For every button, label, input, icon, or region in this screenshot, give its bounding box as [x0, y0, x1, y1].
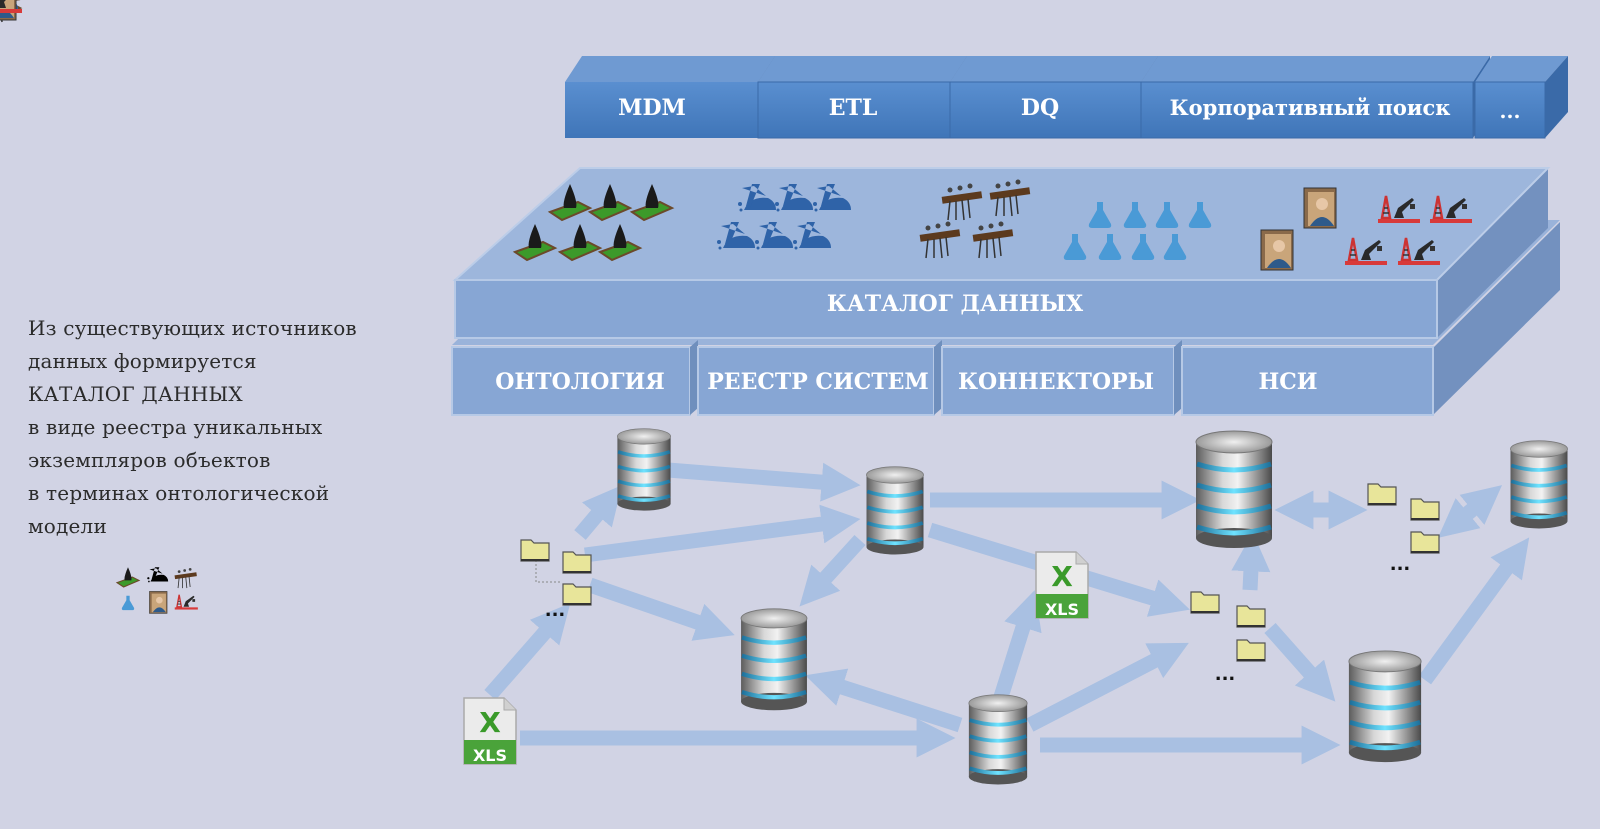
folder-icon [1190, 591, 1220, 614]
folder-icon [1410, 531, 1440, 554]
svg-text:DQ: DQ [1021, 95, 1059, 121]
oil-well-icon [116, 566, 140, 588]
ellipsis: ... [1390, 554, 1411, 575]
description-line: в виде реестра уникальных [28, 415, 323, 439]
folder-icon [1367, 483, 1397, 506]
employee-portrait-icon [149, 591, 168, 614]
foundation-block-ontology: ОНТОЛОГИЯ [451, 340, 698, 416]
flow-arrow [1437, 485, 1503, 538]
folder-icon [1236, 605, 1266, 628]
xls-file-icon: XLS [1035, 551, 1089, 619]
folder-icon [562, 551, 592, 574]
flow-arrow [992, 590, 1042, 703]
foundation-block-system-registry: РЕЕСТР СИСТЕМ [697, 340, 942, 416]
folder-icon [1410, 498, 1440, 521]
drilling-rig-icon [0, 0, 22, 13]
svg-text:Корпоративный поиск: Корпоративный поиск [1170, 95, 1451, 120]
svg-text:ETL: ETL [829, 95, 878, 121]
svg-text:XLS: XLS [1045, 600, 1079, 619]
description-line: модели [28, 514, 107, 538]
folder-icon [1236, 639, 1266, 662]
flow-arrow [1418, 537, 1530, 685]
ellipsis: ... [545, 600, 566, 621]
ellipsis: ... [1215, 664, 1236, 685]
xls-file-icon: XLS [463, 697, 517, 765]
legend-icons [116, 566, 199, 614]
foundation-block-reference-data: НСИ [1181, 346, 1434, 416]
folder-group: ... [520, 539, 592, 621]
flow-arrow [1231, 532, 1271, 591]
flow-arrow [484, 603, 571, 700]
svg-text:НСИ: НСИ [1258, 369, 1317, 395]
database-icon [615, 428, 673, 512]
tool-block-more[interactable]: ... [1474, 56, 1568, 139]
drilling-rig-icon [174, 594, 199, 611]
flow-arrow [799, 534, 866, 607]
description-line: экземпляров объектов [28, 448, 271, 472]
folder-group: ... [1367, 483, 1440, 575]
flow-arrow [587, 577, 735, 641]
tool-block-etl[interactable]: ETL [757, 56, 967, 139]
description-line: Из существующих источников [28, 316, 357, 340]
catalog-title: КАТАЛОГ ДАННЫХ [827, 291, 1084, 317]
flow-arrow [805, 668, 963, 733]
database-icon [1508, 440, 1570, 530]
flow-arrow [574, 485, 623, 540]
database-icon [1196, 431, 1272, 548]
data-sources: ... ... ... XLS XLS [463, 428, 1570, 785]
data-flow-arrows [484, 462, 1530, 765]
tools-layer: MDM ETL DQ Корпоративный поиск ... [565, 56, 1568, 139]
lab-flask-icon [121, 595, 135, 611]
tool-block-dq[interactable]: DQ [949, 56, 1158, 139]
entity-group-drilling-rigs [0, 0, 1474, 267]
svg-text:XLS: XLS [473, 746, 507, 765]
tool-block-enterprise-search[interactable]: Корпоративный поиск [1140, 56, 1490, 139]
folder-icon [520, 539, 550, 562]
foundation-block-connectors: КОННЕКТОРЫ [941, 340, 1182, 416]
svg-text:РЕЕСТР СИСТЕМ: РЕЕСТР СИСТЕМ [707, 369, 928, 395]
svg-text:КОННЕКТОРЫ: КОННЕКТОРЫ [958, 369, 1154, 395]
flow-arrow [667, 462, 861, 502]
description-text: Из существующих источников данных формир… [28, 312, 408, 543]
svg-text:MDM: MDM [618, 95, 686, 121]
mining-pick-icon [147, 567, 169, 583]
flow-arrow [584, 504, 861, 563]
description-line: данных формируется [28, 349, 257, 373]
data-catalog-layer: КАТАЛОГ ДАННЫХ [0, 0, 1551, 339]
folder-icon [562, 583, 592, 606]
tool-block-mdm[interactable]: MDM [565, 56, 775, 138]
database-icon [741, 609, 807, 710]
folder-group: ... [1190, 591, 1266, 685]
database-icon [1349, 651, 1421, 762]
svg-text:...: ... [1500, 99, 1521, 123]
pipeline-rack-icon [174, 567, 198, 589]
database-icon [864, 466, 926, 556]
flow-arrow [1026, 642, 1189, 732]
description-line: КАТАЛОГ ДАННЫХ [28, 382, 243, 406]
database-icon [969, 695, 1027, 785]
svg-text:ОНТОЛОГИЯ: ОНТОЛОГИЯ [495, 369, 664, 395]
flow-arrow [1264, 623, 1336, 702]
description-line: в терминах онтологической [28, 481, 330, 505]
